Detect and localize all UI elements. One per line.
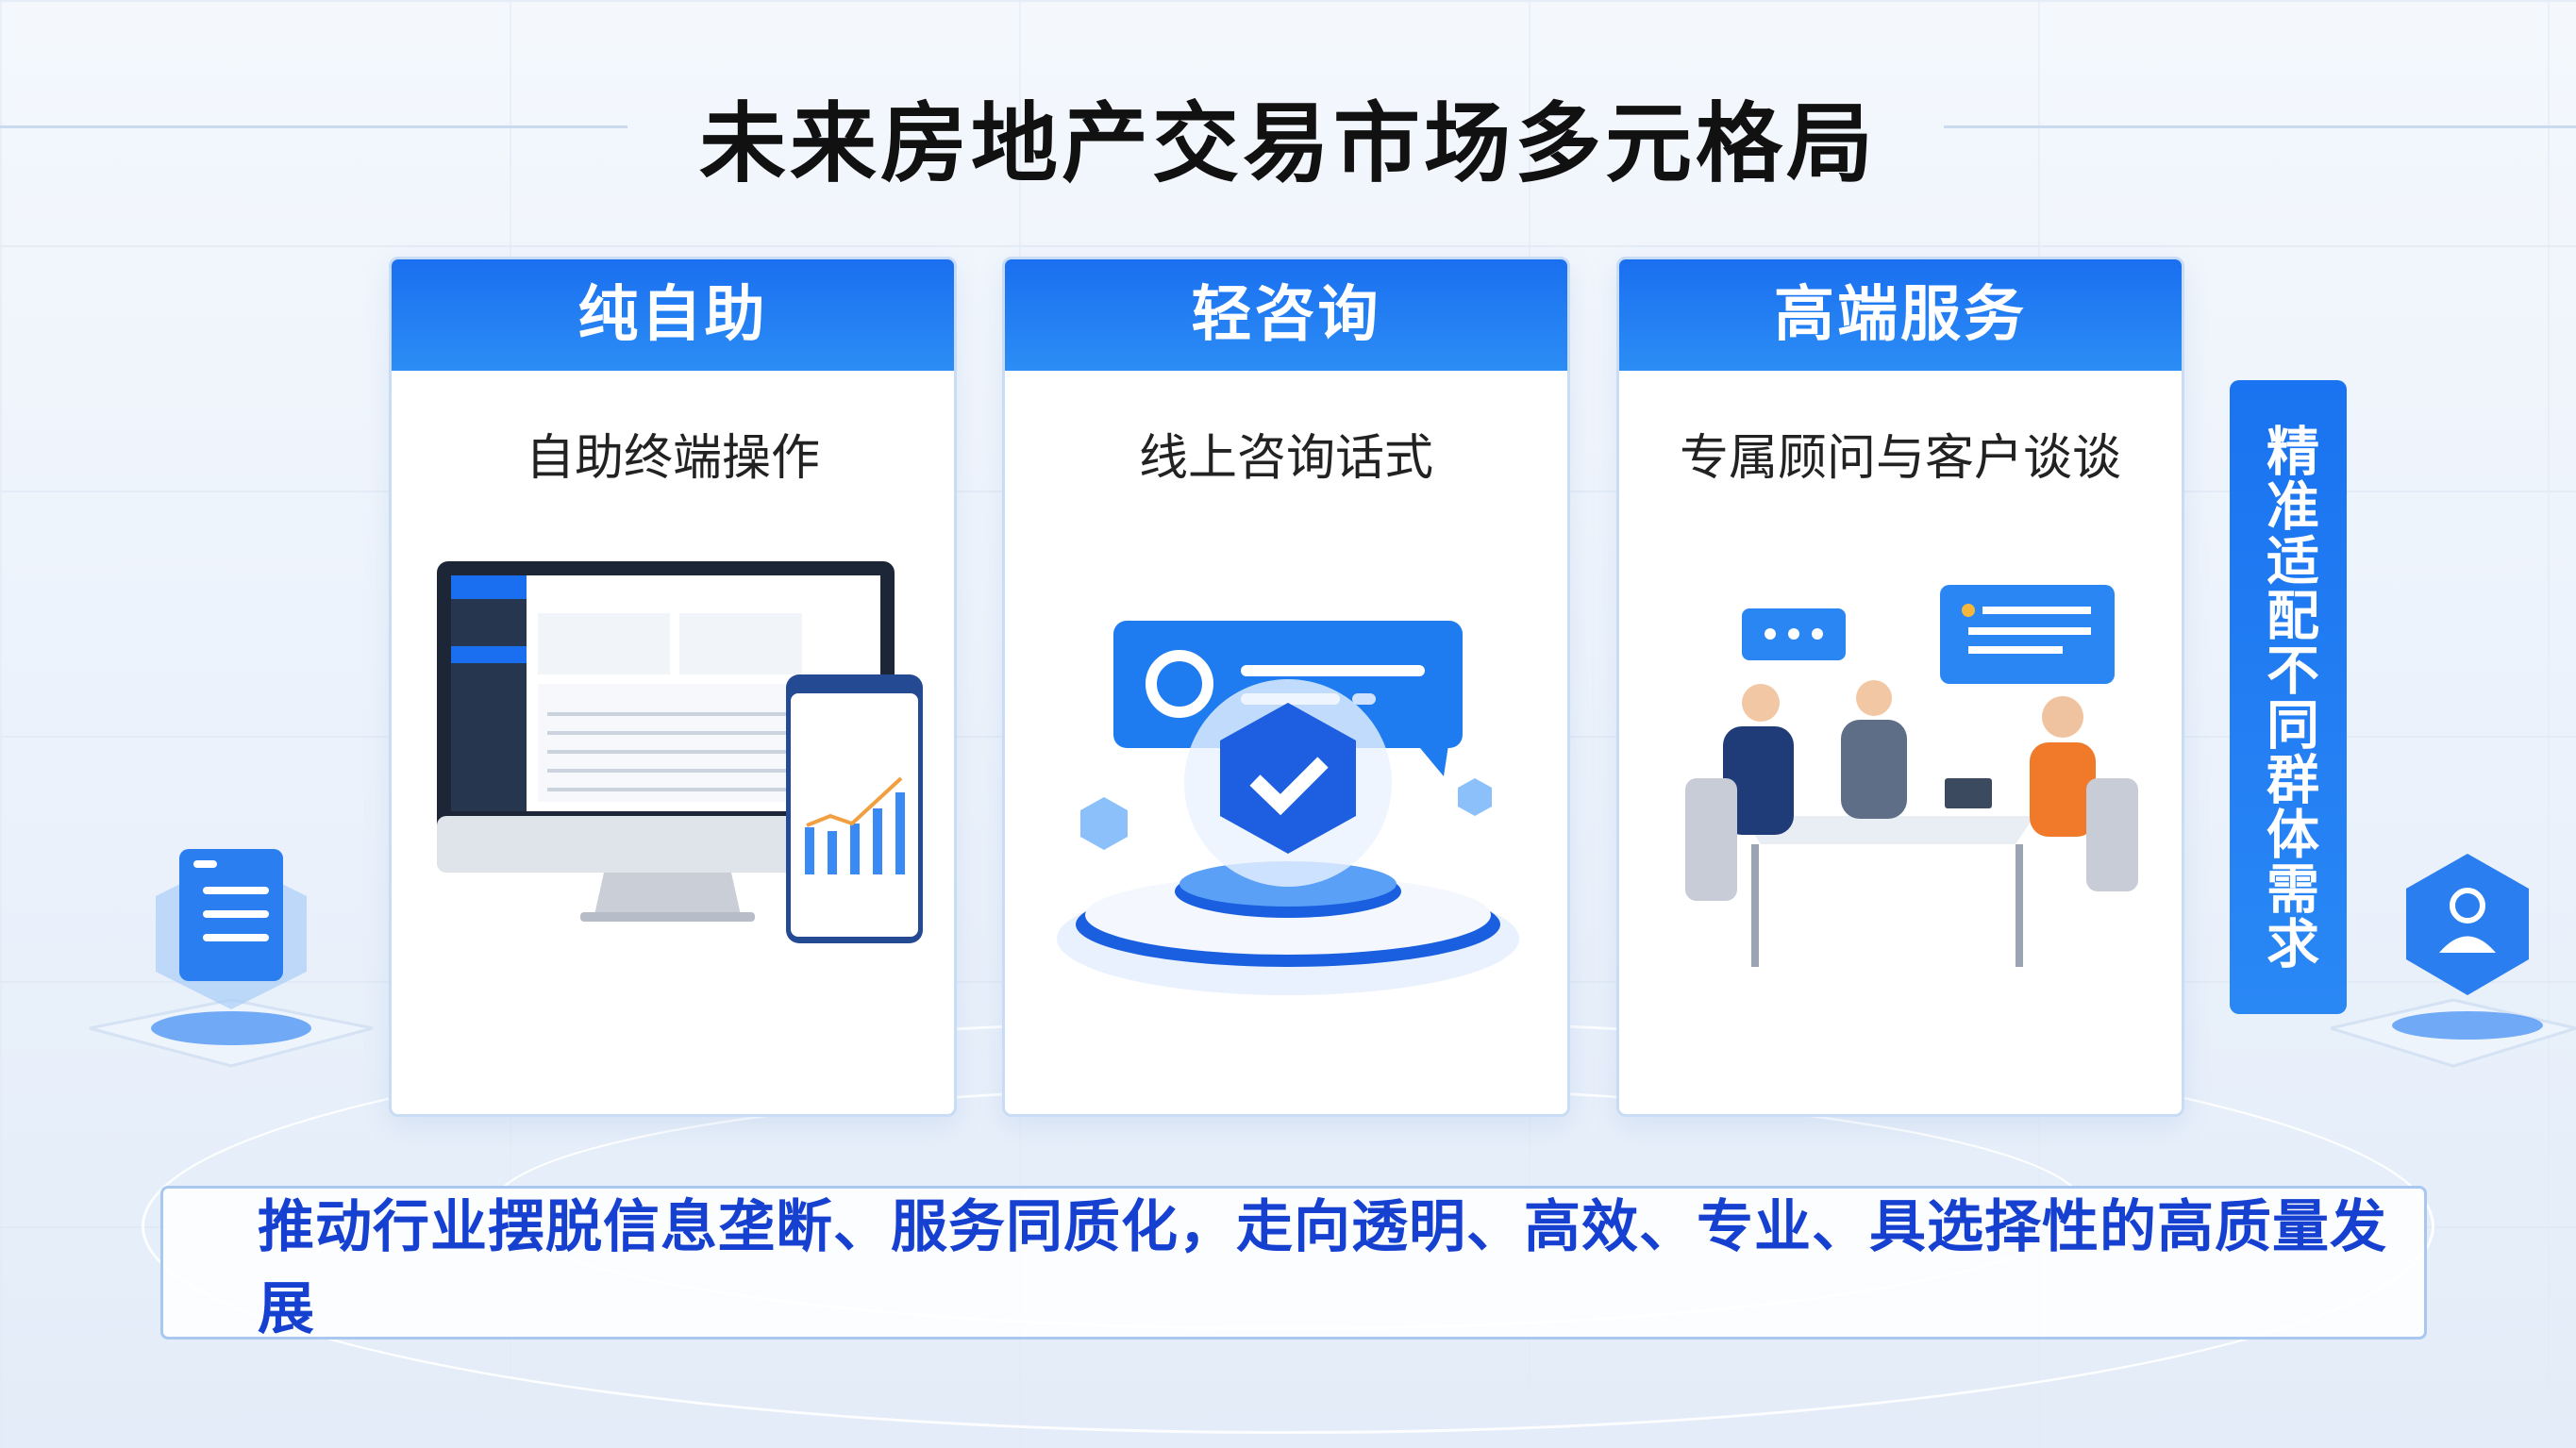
card-subtitle: 线上咨询话式 [1138, 430, 1433, 487]
title-divider-left [0, 125, 627, 128]
card-header: 纯自助 [392, 259, 954, 371]
card-self-service: 纯自助 自助终端操作 [389, 257, 957, 1117]
bottom-banner-text: 推动行业摆脱信息垄断、服务同质化，走向透明、高效、专业、具选择性的高质量发展 [258, 1193, 2387, 1342]
computer-and-phone-dashboard-icon [437, 561, 923, 943]
card-light-consulting: 轻咨询 线上咨询话式 [1002, 257, 1570, 1117]
card-premium-service: 高端服务 专属顾问与客户谈谈 [1616, 257, 2184, 1117]
side-banner: 精准适配不同群体需求 [2230, 380, 2347, 1014]
bottom-banner: 推动行业摆脱信息垄断、服务同质化，走向透明、高效、专业、具选择性的高质量发展 [160, 1186, 2427, 1342]
chat-shield-check-icon [1057, 621, 1519, 995]
card-header: 高端服务 [1619, 259, 2182, 371]
title-divider-right [1944, 125, 2576, 128]
card-subtitle: 自助终端操作 [525, 430, 820, 487]
document-list-icon [89, 849, 374, 1068]
user-profile-icon [2331, 854, 2576, 1068]
page-title: 未来房地产交易市场多元格局 [698, 93, 1877, 194]
card-subtitle: 专属顾问与客户谈谈 [1679, 430, 2121, 487]
card-header: 轻咨询 [1005, 259, 1567, 371]
advisor-meeting-icon [1685, 585, 2138, 967]
